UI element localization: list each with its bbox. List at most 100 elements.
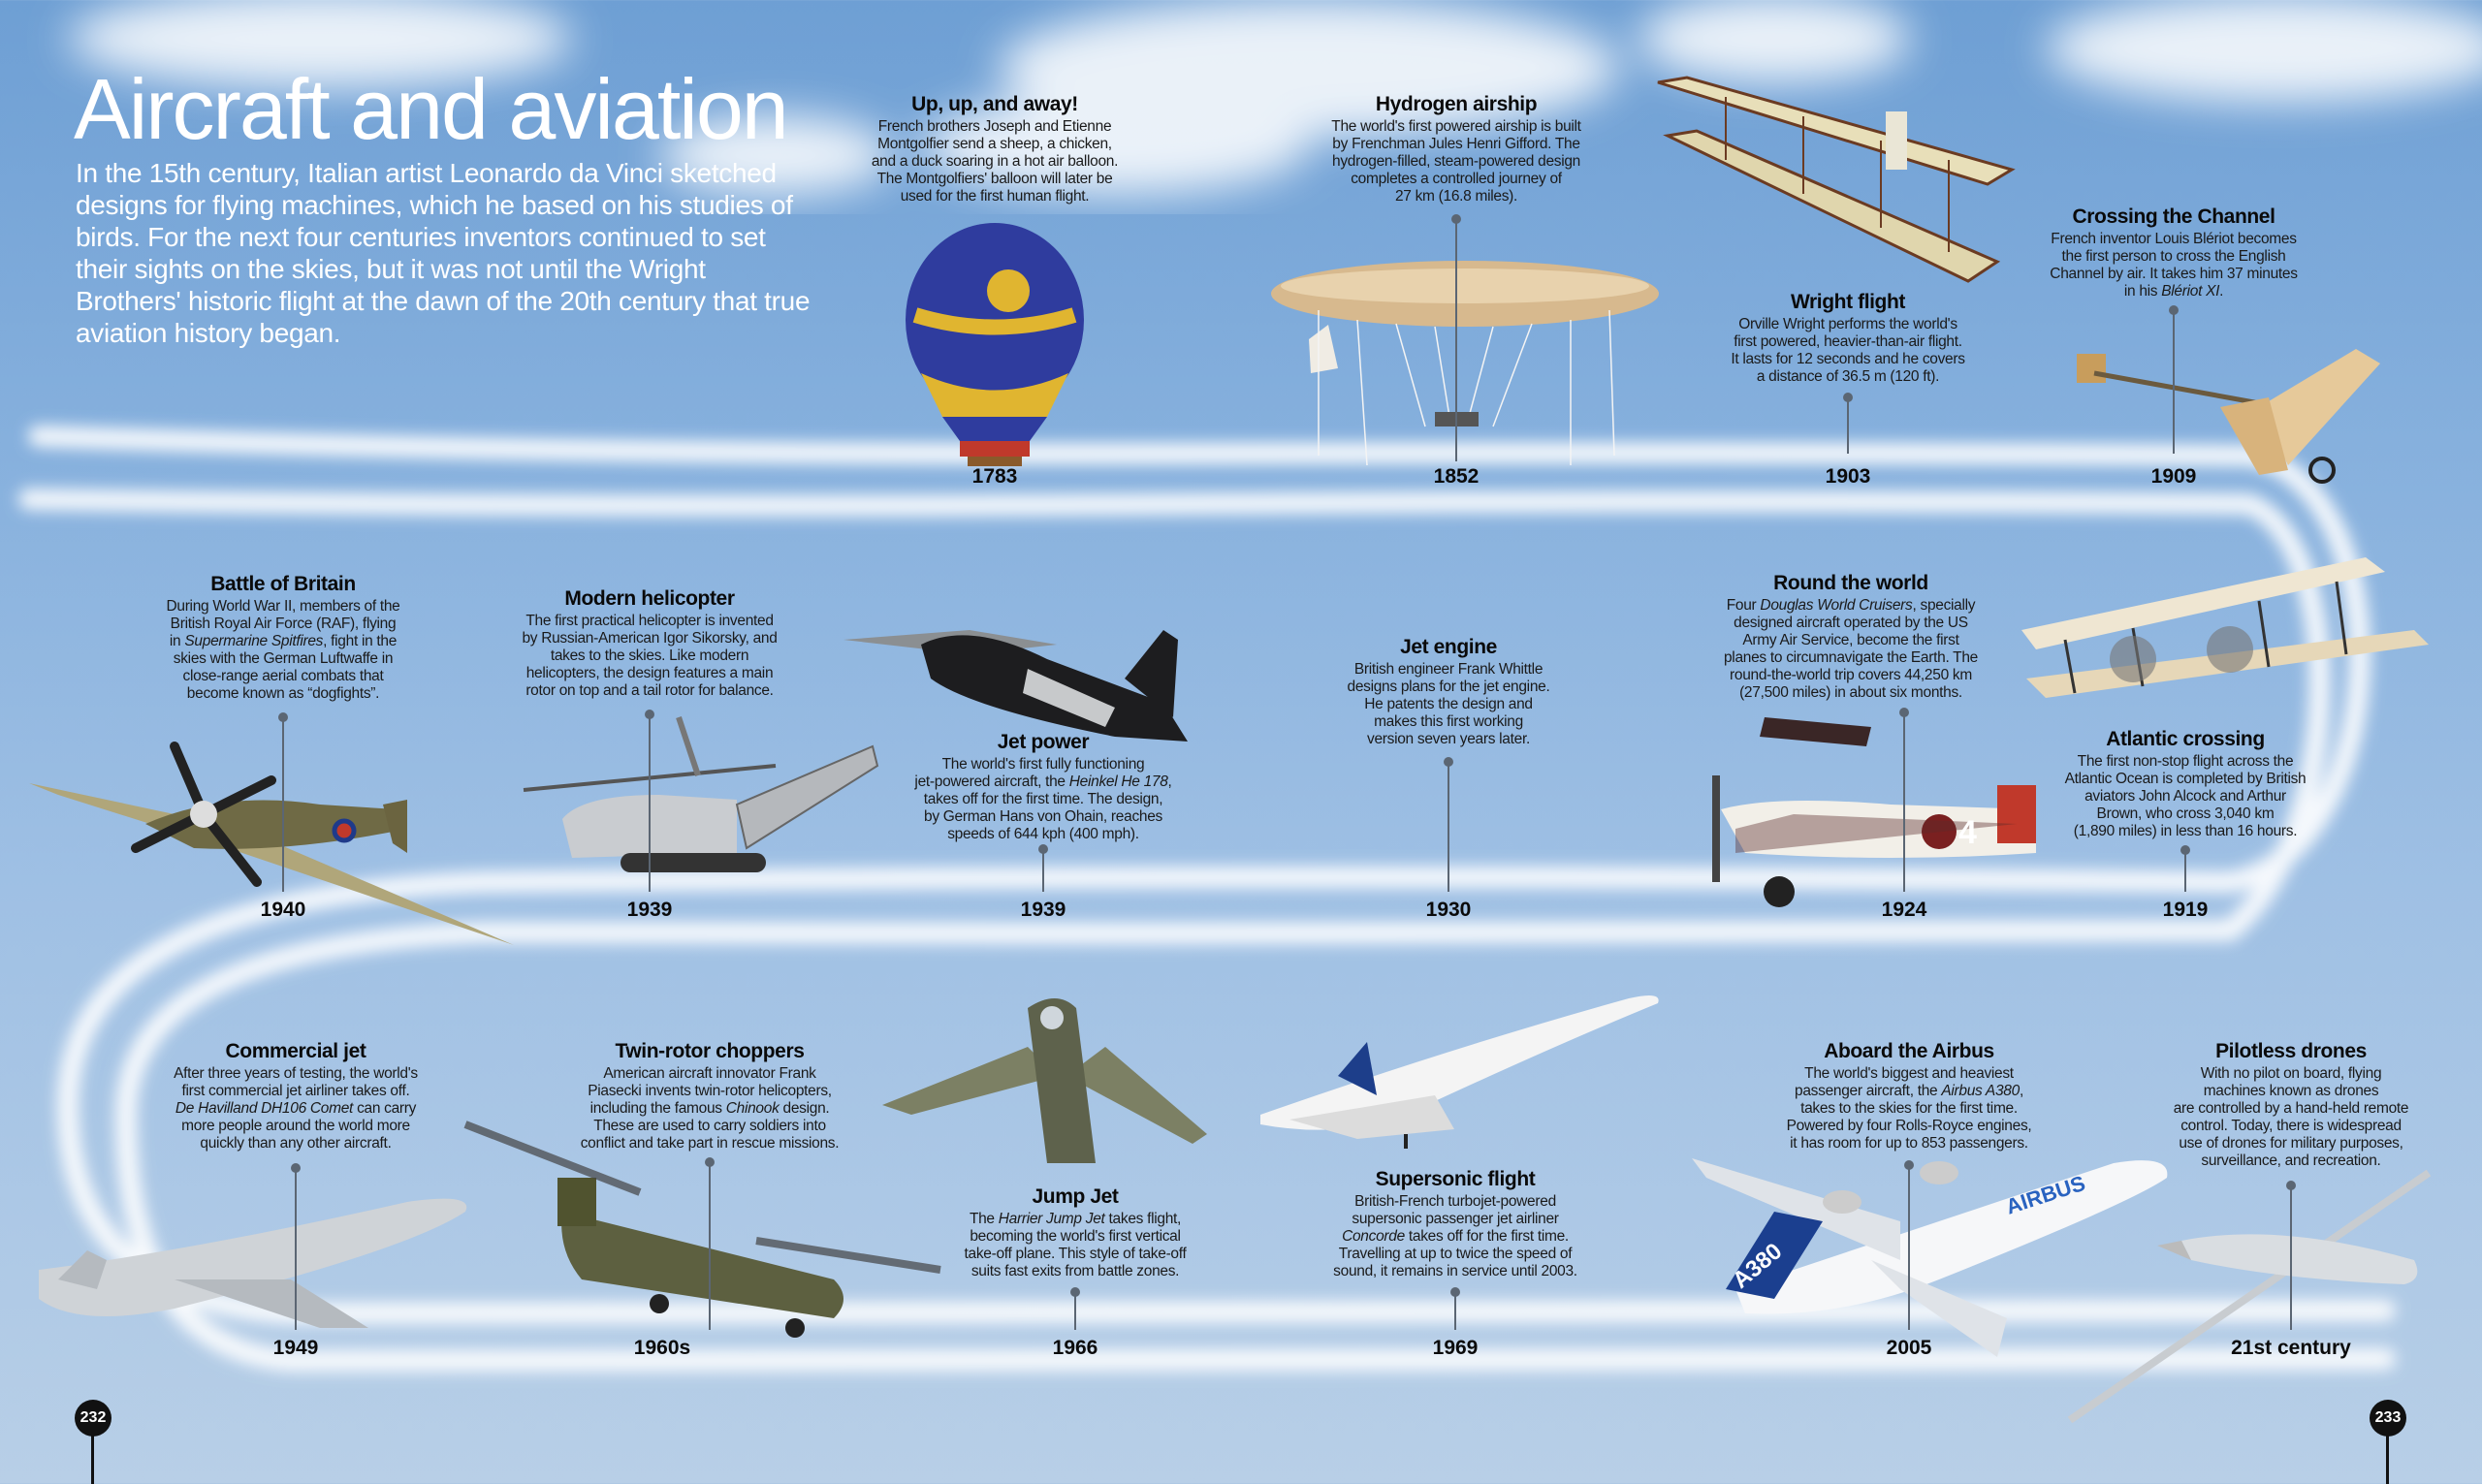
entry-text-line: It lasts for 12 seconds and he covers: [1731, 351, 1965, 367]
entry-text-line: Concorde takes off for the first time.: [1342, 1228, 1569, 1245]
entry-text-line: The world's first powered airship is bui…: [1331, 118, 1581, 135]
entry-title: Battle of Britain: [210, 573, 356, 595]
entry-text-line: by German Hans von Ohain, reaches: [924, 808, 1162, 825]
timeline-stem: [645, 710, 654, 892]
intro-paragraph: In the 15th century, Italian artist Leon…: [76, 158, 811, 348]
timeline-stem: [705, 1157, 715, 1330]
entry-title: Round the world: [1773, 572, 1928, 594]
entry-text-line: Atlantic Ocean is completed by British: [2064, 771, 2307, 787]
entry-text-line: more people around the world more: [181, 1118, 410, 1134]
entry-text-line: 27 km (16.8 miles).: [1394, 188, 1518, 205]
page-number-right: 233: [2370, 1400, 2406, 1437]
wright-flyer-image: [1657, 76, 2016, 283]
timeline-stem: [1843, 393, 1853, 454]
entry-text-line: are controlled by a hand-held remote: [2173, 1100, 2409, 1117]
entry-text-line: a distance of 36.5 m (120 ft).: [1756, 368, 1940, 385]
clouds: [68, 0, 2482, 194]
year-label: 21st century: [2231, 1337, 2351, 1359]
page-marker-line-right: [2386, 1435, 2389, 1484]
entry-text-line: planes to circumnavigate the Earth. The: [1723, 649, 1978, 666]
entry-text-line: becoming the world's first vertical: [970, 1228, 1181, 1245]
entry-text-line: De Havilland DH106 Comet can carry: [175, 1100, 417, 1117]
entry-text-line: The world's biggest and heaviest: [1804, 1065, 2014, 1082]
chinook-helicopter-image: [463, 1121, 941, 1338]
year-label: 1909: [2150, 465, 2197, 488]
entry-text-line: aviators John Alcock and Arthur: [2084, 788, 2286, 805]
entry-text-line: conflict and take part in rescue mission…: [580, 1135, 840, 1152]
timeline-stem: [1904, 1160, 1914, 1330]
entry-title: Commercial jet: [225, 1040, 366, 1062]
entry-text-line: takes to the skies for the first time.: [1800, 1100, 2018, 1117]
entry-text-line: Brown, who cross 3,040 km: [2096, 805, 2275, 822]
entry-text-line: The Montgolfiers' balloon will later be: [876, 171, 1113, 187]
entry-text-line: French inventor Louis Blériot becomes: [2051, 231, 2297, 247]
entry-title: Atlantic crossing: [2106, 728, 2265, 750]
year-label: 1919: [2162, 899, 2209, 921]
contrails: [18, 426, 2396, 1372]
entry-title: Up, up, and away!: [911, 93, 1078, 115]
entry-text-line: passenger aircraft, the Airbus A380,: [1795, 1083, 2023, 1099]
entry-text-line: British Royal Air Force (RAF), flying: [170, 616, 397, 632]
entry-text-line: During World War II, members of the: [166, 598, 400, 615]
year-label: 1960s: [633, 1337, 691, 1359]
entry-text-line: control. Today, there is widespread: [2180, 1118, 2402, 1134]
entry-text-line: it has room for up to 853 passengers.: [1790, 1135, 2028, 1152]
sikorsky-helicopter-image: [523, 716, 879, 872]
entry-text-line: skies with the German Luftwaffe in: [173, 650, 394, 667]
entry-text-line: rotor on top and a tail rotor for balanc…: [525, 682, 774, 699]
entry-text-line: version seven years later.: [1367, 731, 1530, 747]
year-label: 1940: [260, 899, 306, 921]
timeline-stem: [1038, 844, 1048, 892]
timeline-stem: [1899, 708, 1909, 892]
entry-title: Jump Jet: [1032, 1185, 1119, 1208]
timeline-stem: [291, 1163, 301, 1330]
airbus-a380-image: A380 AIRBUS: [1692, 1158, 2168, 1357]
entry-text-line: Travelling at up to twice the speed of: [1338, 1246, 1573, 1262]
entry-text-line: surveillance, and recreation.: [2201, 1152, 2381, 1169]
bleriot-xi-image: [2077, 349, 2380, 484]
entry-text-line: first powered, heavier-than-air flight.: [1734, 333, 1962, 350]
entry-text-line: After three years of testing, the world'…: [174, 1065, 418, 1082]
entry-text-line: machines known as drones: [2203, 1083, 2379, 1099]
entry-text-line: jet-powered aircraft, the Heinkel He 178…: [914, 774, 1172, 790]
entry-text-line: and a duck soaring in a hot air balloon.: [871, 153, 1119, 170]
timeline-stem: [1070, 1287, 1080, 1330]
entry-text-line: quickly than any other aircraft.: [200, 1135, 392, 1152]
timeline-stem: [2180, 845, 2190, 892]
entry-text-line: in Supermarine Spitfires, fight in the: [169, 633, 398, 649]
aircraft-number: 4: [1958, 814, 1977, 851]
page-number-left: 232: [75, 1400, 111, 1437]
entry-text-line: speeds of 644 kph (400 mph).: [947, 826, 1139, 842]
year-label: 1852: [1433, 465, 1480, 488]
entry-text-line: British-French turbojet-powered: [1354, 1193, 1556, 1210]
entry-text-line: takes off for the first time. The design…: [923, 791, 1163, 807]
entry-text-line: The first practical helicopter is invent…: [525, 613, 774, 629]
entry-title: Wright flight: [1790, 291, 1906, 313]
entry-text-line: the first person to cross the English: [2061, 248, 2286, 265]
entry-text-line: by Frenchman Jules Henri Gifford. The: [1332, 136, 1580, 152]
entry-text-line: With no pilot on board, flying: [2200, 1065, 2382, 1082]
entry-text-line: Orville Wright performs the world's: [1738, 316, 1957, 332]
entry-text-line: completes a controlled journey of: [1351, 171, 1562, 187]
entry-text-line: use of drones for military purposes,: [2179, 1135, 2403, 1152]
entry-text-line: The world's first fully functioning: [941, 756, 1145, 773]
entry-text-line: He patents the design and: [1364, 696, 1533, 712]
entry-text-line: by Russian-American Igor Sikorsky, and: [522, 630, 778, 647]
entry-up-up-and-away: Up, up, and away!French brothers Joseph …: [781, 93, 1208, 205]
entry-title: Jet power: [997, 731, 1090, 753]
douglas-world-cruiser-image: 4: [1712, 717, 2036, 907]
entry-text-line: supersonic passenger jet airliner: [1352, 1211, 1559, 1227]
page-marker-line-left: [91, 1435, 94, 1484]
hydrogen-airship-image: [1271, 261, 1659, 466]
entry-title: Crossing the Channel: [2072, 205, 2275, 228]
